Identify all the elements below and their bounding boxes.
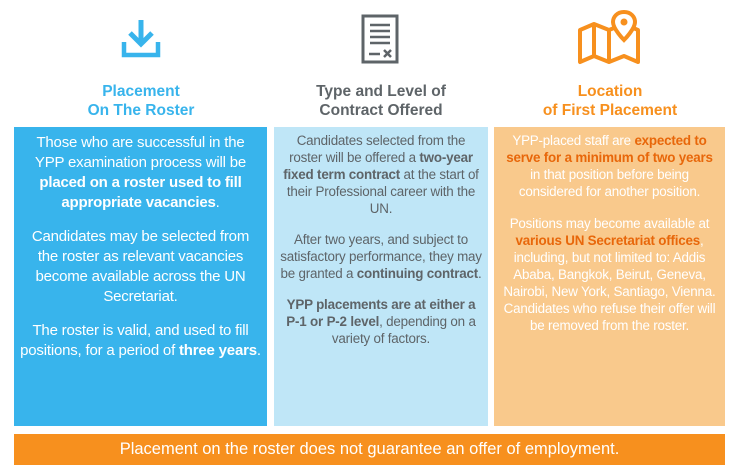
panel-placement: Those who are successful in the YPP exam… <box>14 127 267 426</box>
paragraph: YPP-placed staff are expected to serve f… <box>506 133 713 199</box>
contract-document-icon <box>361 14 399 64</box>
paragraph: After two years, and subject to satisfac… <box>280 232 482 281</box>
download-tray-icon <box>121 20 161 58</box>
paragraph: Positions may become available at variou… <box>503 216 716 333</box>
title-line-2: On The Roster <box>87 102 195 119</box>
column-header-contract: Type and Level of Contract Offered <box>261 0 501 124</box>
paragraph: Candidates may be selected from the rost… <box>31 228 250 305</box>
column-title-location: Location of First Placement <box>490 82 730 120</box>
title-line-2: of First Placement <box>542 102 678 119</box>
title-line-1: Location <box>577 83 643 100</box>
panel-location: YPP-placed staff are expected to serve f… <box>494 127 725 426</box>
footer-banner: Placement on the roster does not guarant… <box>14 434 725 465</box>
title-line-1: Type and Level of <box>316 83 446 100</box>
column-header-placement: Placement On The Roster <box>21 0 261 124</box>
title-line-1: Placement <box>102 83 180 100</box>
column-title-placement: Placement On The Roster <box>21 82 261 120</box>
paragraph: Candidates selected from the roster will… <box>283 133 479 216</box>
panel-contract: Candidates selected from the roster will… <box>274 127 488 426</box>
paragraph: The roster is valid, and used to fill po… <box>20 322 261 359</box>
map-pin-icon <box>578 10 640 64</box>
title-line-2: Contract Offered <box>319 102 443 119</box>
paragraph: Those who are successful in the YPP exam… <box>34 134 247 211</box>
column-header-location: Location of First Placement <box>490 0 730 124</box>
column-title-contract: Type and Level of Contract Offered <box>261 82 501 120</box>
paragraph: YPP placements are at either a P-1 or P-… <box>286 297 476 346</box>
